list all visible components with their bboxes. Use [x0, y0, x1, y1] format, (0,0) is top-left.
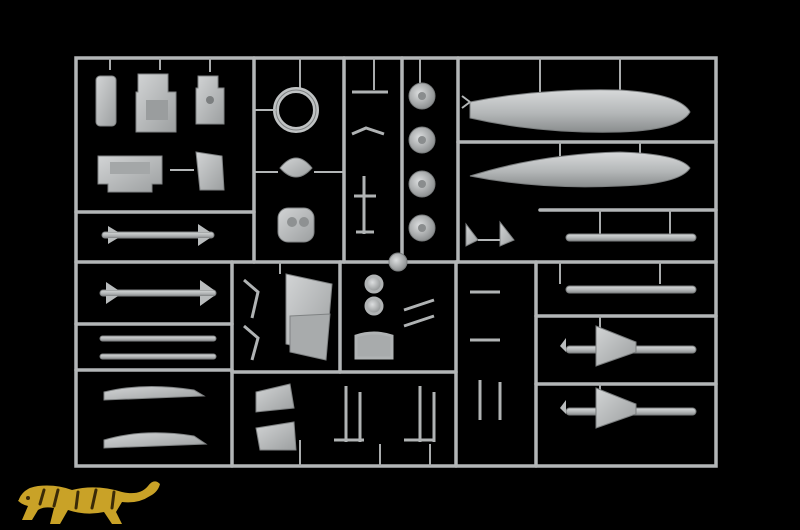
missile-part [101, 224, 215, 246]
intake-parts [243, 273, 333, 451]
wheel-parts [408, 82, 436, 242]
instrument-ring-parts [254, 87, 344, 243]
strut-parts [351, 90, 388, 234]
sprue-frame [74, 56, 718, 468]
tiger-logo-icon [18, 481, 160, 524]
lower-left-parts [99, 280, 217, 449]
missile-rack-right [560, 233, 697, 429]
ejection-seat-parts [95, 73, 225, 193]
landing-gear-parts [334, 274, 502, 442]
sprue-hub [388, 252, 408, 272]
fin-parts [465, 220, 515, 247]
drop-tank-lower [469, 151, 691, 188]
drop-tank-upper [461, 89, 691, 133]
